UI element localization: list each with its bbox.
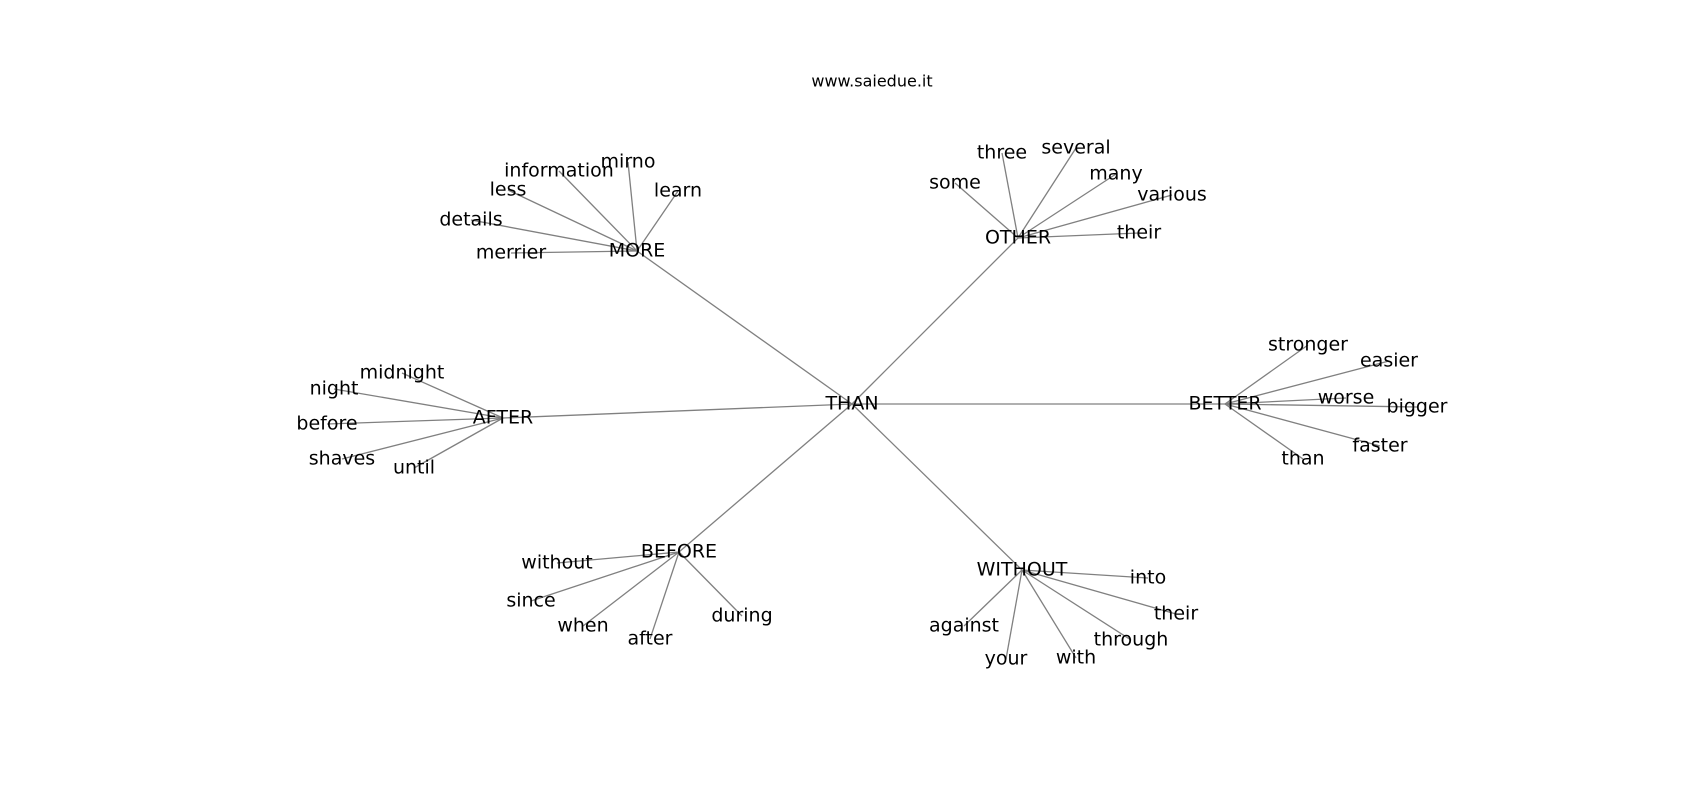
leaf-more-merrier: merrier — [476, 242, 546, 264]
edge-better-than — [1224, 403, 1304, 460]
edge-after-until — [413, 417, 504, 469]
leaf-more-learn: learn — [654, 180, 702, 202]
leaf-without-with: with — [1056, 647, 1096, 669]
edge-before-without — [556, 551, 680, 564]
edge-more-mirno — [627, 161, 638, 252]
hub-node-before: BEFORE — [641, 541, 717, 563]
edge-before-during — [678, 551, 743, 617]
center-node: THAN — [824, 393, 878, 415]
leaf-better-faster: faster — [1352, 435, 1407, 457]
edge-more-details — [470, 219, 638, 252]
leaf-better-easier: easier — [1360, 350, 1418, 372]
edge-after-before — [326, 417, 504, 425]
leaf-other-their: their — [1117, 222, 1161, 244]
hub-node-more: MORE — [609, 240, 666, 262]
leaf-after-night: night — [310, 378, 359, 400]
edge-other-several — [1017, 147, 1077, 239]
edge-without-with — [1021, 569, 1077, 659]
leaf-other-some: some — [929, 172, 981, 194]
edge-better-easier — [1224, 360, 1390, 405]
edge-than-before — [678, 403, 853, 553]
hub-node-after: AFTER — [473, 407, 533, 429]
leaf-more-mirno: mirno — [601, 151, 656, 173]
leaf-more-less: less — [490, 179, 527, 201]
edge-better-stronger — [1224, 344, 1309, 405]
edge-more-learn — [636, 190, 679, 252]
edge-more-information — [558, 170, 638, 252]
edge-other-various — [1017, 194, 1173, 239]
leaf-before-when: when — [557, 615, 608, 637]
leaf-better-bigger: bigger — [1387, 396, 1448, 418]
leaf-without-through: through — [1094, 629, 1169, 651]
edge-than-without — [851, 403, 1023, 571]
leaf-better-than: than — [1281, 448, 1324, 470]
hub-node-other: OTHER — [985, 227, 1051, 249]
edge-than-other — [851, 237, 1019, 405]
edge-before-when — [582, 551, 680, 627]
leaf-without-against: against — [929, 615, 999, 637]
leaf-without-their: their — [1154, 603, 1198, 625]
edge-without-against — [963, 569, 1023, 627]
edge-without-their — [1021, 569, 1177, 615]
leaf-before-since: since — [506, 590, 555, 612]
site-title: www.saiedue.it — [811, 72, 932, 91]
leaf-better-stronger: stronger — [1268, 334, 1348, 356]
hub-node-without: WITHOUT — [977, 559, 1068, 581]
edge-better-bigger — [1224, 403, 1418, 408]
leaf-other-several: several — [1041, 137, 1110, 159]
edge-other-their — [1017, 232, 1140, 239]
leaf-more-information: information — [504, 160, 614, 182]
leaf-after-before: before — [296, 413, 357, 435]
edge-without-into — [1021, 569, 1149, 579]
leaf-without-into: into — [1130, 567, 1166, 589]
edge-without-your — [1005, 569, 1023, 660]
leaf-after-midnight: midnight — [360, 362, 445, 384]
edge-more-merrier — [510, 250, 638, 254]
edge-layer — [326, 147, 1418, 660]
edge-other-some — [954, 182, 1019, 239]
edge-before-since — [530, 551, 680, 602]
edge-without-through — [1021, 569, 1132, 641]
leaf-better-worse: worse — [1318, 387, 1375, 409]
leaf-more-details: details — [439, 209, 502, 231]
leaf-without-your: your — [985, 648, 1028, 670]
leaf-after-until: until — [393, 457, 435, 479]
hub-node-better: BETTER — [1188, 393, 1261, 415]
edge-other-three — [1001, 152, 1019, 239]
leaf-other-many: many — [1089, 163, 1142, 185]
edge-more-less — [507, 189, 638, 252]
edge-after-night — [333, 388, 504, 419]
edge-better-faster — [1224, 403, 1381, 447]
leaf-before-without: without — [521, 552, 592, 574]
edge-better-worse — [1224, 397, 1347, 405]
edge-before-after — [649, 551, 680, 640]
leaf-before-during: during — [711, 605, 772, 627]
leaf-other-various: various — [1137, 184, 1207, 206]
edge-than-after — [502, 403, 853, 419]
edge-after-midnight — [401, 372, 504, 419]
leaf-after-shaves: shaves — [309, 448, 375, 470]
leaf-before-after: after — [628, 628, 673, 650]
edge-after-shaves — [341, 417, 504, 460]
edge-other-many — [1017, 173, 1117, 239]
leaf-other-three: three — [977, 142, 1027, 164]
edge-than-more — [636, 250, 853, 405]
